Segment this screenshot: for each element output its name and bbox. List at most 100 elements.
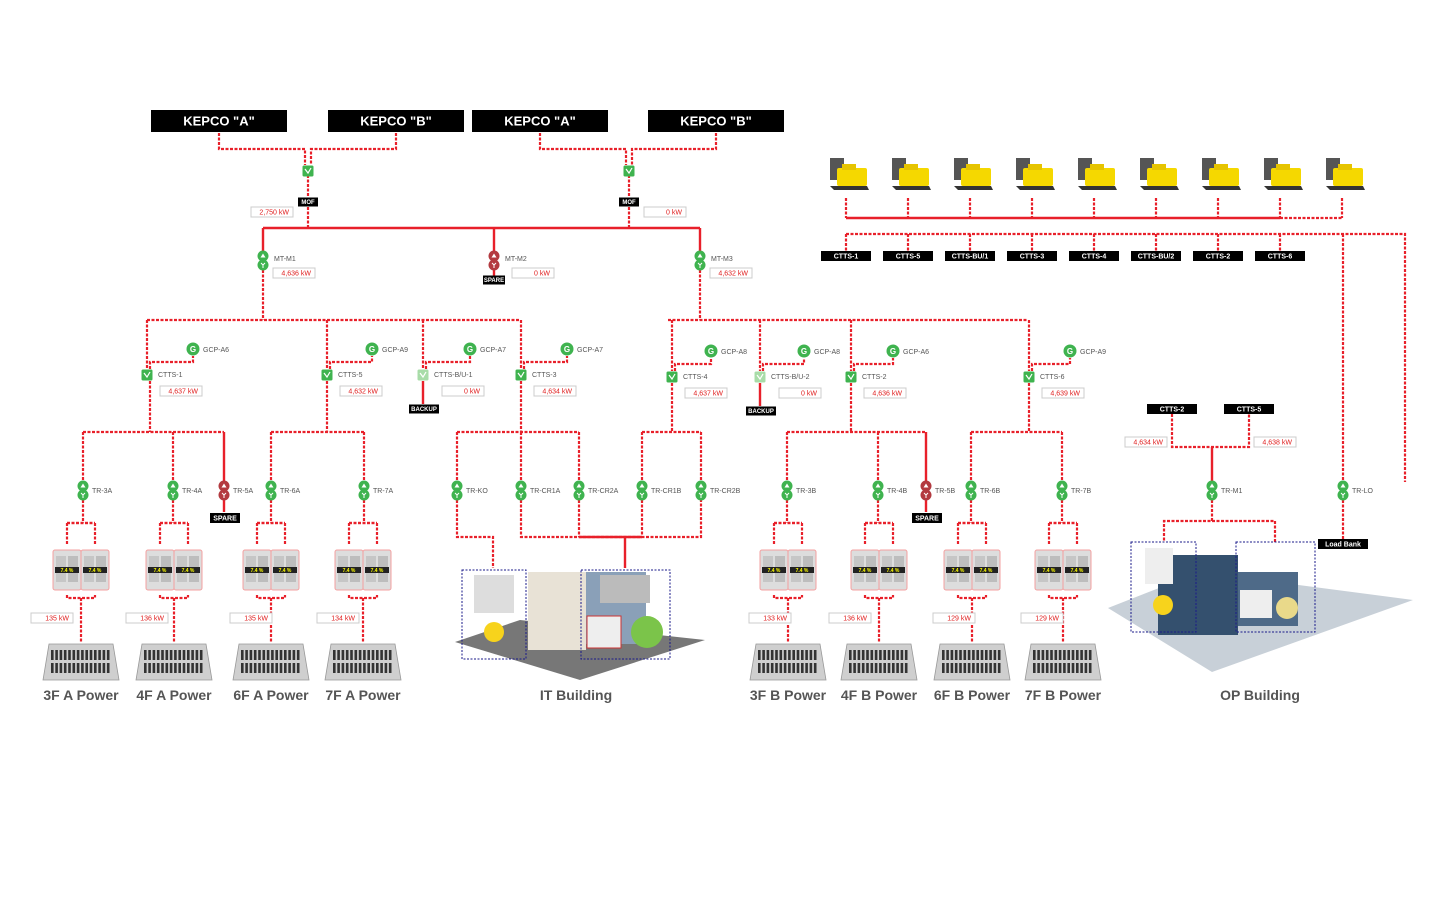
transformer-tr-cr2b[interactable] [695,480,707,501]
ctts-switch-ctts-3[interactable] [515,369,527,381]
server-rack-7 [933,643,1011,681]
ups-unit[interactable]: 7.4 % [759,549,789,591]
ctts-switch-ctts-bu-2[interactable] [754,371,766,383]
cooling-unit-icon [586,615,622,649]
generator-control-gcp-a7[interactable]: G [560,342,574,356]
switch-icon [668,373,676,381]
transformer-tr-ko[interactable] [451,480,463,501]
utility-feed-3-text: KEPCO "A" [504,114,576,129]
ups-unit[interactable]: 7.4 % [270,549,300,591]
power-value: 129 kW [1035,616,1059,623]
it-building-illustration[interactable] [455,569,705,680]
generator-control-gcp-a9[interactable]: G [1063,344,1077,358]
floor-power: 135 kW [229,612,273,624]
generator-control-gcp-a7[interactable]: G [463,342,477,356]
diesel-generator-3[interactable] [954,158,993,190]
ctts-switch-ctts-4[interactable] [666,371,678,383]
diesel-generator-4[interactable] [1016,158,1055,190]
ups-unit[interactable]: 7.4 % [242,549,272,591]
ups-unit[interactable]: 7.4 % [362,549,392,591]
ctts-switch-ctts-2[interactable] [845,371,857,383]
main-transformer-mt-m3[interactable] [694,250,706,271]
transformer-tr-4b[interactable] [872,480,884,501]
ups-unit[interactable]: 7.4 % [80,549,110,591]
server-rack-4 [324,643,402,681]
diesel-generator-8[interactable] [1264,158,1303,190]
op-building-illustration[interactable] [1108,541,1413,672]
ups-unit[interactable]: 7.4 % [787,549,817,591]
transformer-tr-5a[interactable] [218,480,230,501]
generator-control-gcp-a9[interactable]: G [365,342,379,356]
diesel-generator-9[interactable] [1326,158,1365,190]
feeder-line [1030,358,1072,371]
transformer-tr-3b[interactable] [781,480,793,501]
diesel-generator-1[interactable] [830,158,869,190]
transformer-tr-6a[interactable] [265,480,277,501]
generator-control-gcp-a8[interactable]: G [704,344,718,358]
transformer-tr-3a[interactable] [77,480,89,501]
power-value: 0 kW [464,389,480,396]
ups-unit[interactable]: 7.4 % [145,549,175,591]
gcp-label: GCP-A6 [203,347,229,354]
it-building-name: IT Building [540,687,612,703]
generator-control-gcp-a8[interactable]: G [797,344,811,358]
transformer-tr-cr1b[interactable] [636,480,648,501]
feeder-line [255,595,287,600]
diesel-generator-6[interactable] [1140,158,1179,190]
ups-unit[interactable]: 7.4 % [971,549,1001,591]
power-value: 4,636 kW [872,391,902,398]
diesel-generator-7[interactable] [1202,158,1241,190]
feeder-line [522,356,569,369]
diesel-generator-2[interactable] [892,158,931,190]
ctts-label: CTTS-5 [338,372,363,379]
main-ats-2[interactable] [623,165,635,177]
switch-icon [304,167,312,175]
ctts-label: CTTS-4 [683,374,708,381]
ups-unit[interactable]: 7.4 % [173,549,203,591]
transformer-tr-5b[interactable] [920,480,932,501]
ctts-switch-ctts-6[interactable] [1023,371,1035,383]
ups-unit[interactable]: 7.4 % [334,549,364,591]
delta-icon [576,483,582,488]
transformer-label: TR-5A [233,488,254,495]
utility-feed-3: KEPCO "A" [472,110,608,132]
transformer-tr-7b[interactable] [1056,480,1068,501]
spare-tag: SPARE [483,275,505,285]
ups-unit[interactable]: 7.4 % [1062,549,1092,591]
main-ats-1[interactable] [302,165,314,177]
floor-power: 129 kW [932,612,976,624]
transformer-tr-6b[interactable] [965,480,977,501]
ctts-switch-ctts-bu-1[interactable] [417,369,429,381]
ctts-switch-ctts-1[interactable] [141,369,153,381]
transformer-tr-m1[interactable] [1206,480,1218,501]
floor-name: 3F A Power [43,687,119,703]
generator-ctts-label: CTTS-6 [1255,251,1305,261]
delta-icon [923,483,929,488]
generator-control-gcp-a6[interactable]: G [186,342,200,356]
diesel-generator-5[interactable] [1078,158,1117,190]
transformer-tr-cr1a[interactable] [515,480,527,501]
ups-unit[interactable]: 7.4 % [52,549,82,591]
generator-control-gcp-a6[interactable]: G [886,344,900,358]
transformer-tr-4a[interactable] [167,480,179,501]
feeder-line [424,356,472,369]
wye-icon [491,262,497,268]
ups-unit[interactable]: 7.4 % [943,549,973,591]
main-transformer-mt-m2[interactable] [488,250,500,271]
transformer-tr-lo[interactable] [1337,480,1349,501]
gcp-label: GCP-A9 [1080,349,1106,356]
ctts-switch-ctts-5[interactable] [321,369,333,381]
ups-unit[interactable]: 7.4 % [878,549,908,591]
main-transformer-mt-m1[interactable] [257,250,269,271]
ups-unit[interactable]: 7.4 % [850,549,880,591]
load-bank-label: Load Bank [1318,539,1368,549]
main-transformer-label: MT-M3 [711,256,733,263]
wye-icon [1209,492,1215,498]
transformer-tr-cr2a[interactable] [573,480,585,501]
power-value: 4,632 kW [348,389,378,396]
transformer-label: TR-3B [796,488,817,495]
ups-unit[interactable]: 7.4 % [1034,549,1064,591]
power-lines [65,133,1407,642]
transformer-tr-7a[interactable] [358,480,370,501]
